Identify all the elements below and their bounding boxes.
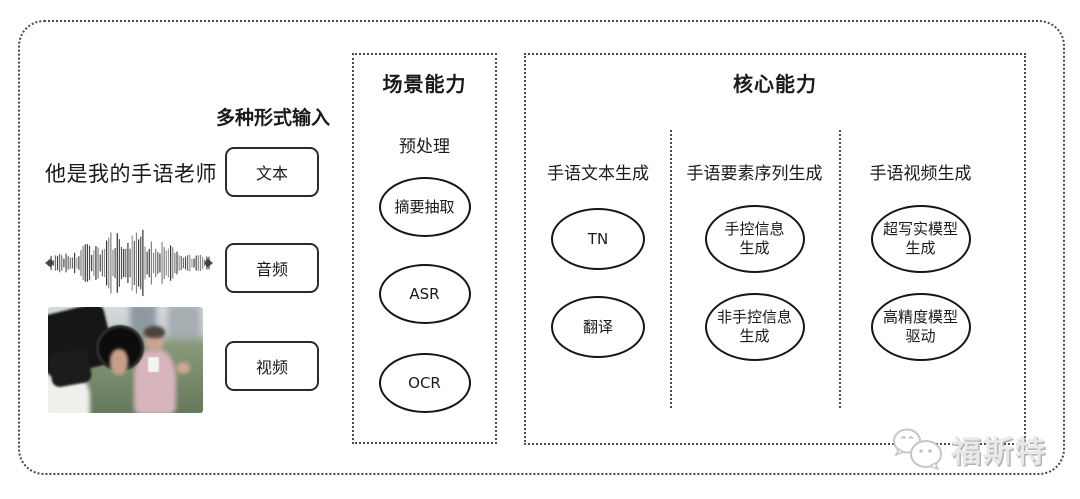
node-manual-info-generation: 手控信息 生成 <box>704 205 805 273</box>
column-sign-element-sequence-generation: 手语要素序列生成 手控信息 生成 非手控信息 生成 <box>670 55 839 443</box>
column-sign-text-generation: 手语文本生成 TN 翻译 <box>526 55 670 443</box>
scene-capability-panel: 场景能力 预处理 摘要抽取 ASR OCR <box>352 53 497 444</box>
reporter-video-thumbnail <box>48 307 203 413</box>
node-tn: TN <box>551 208 645 270</box>
column-divider <box>670 130 672 408</box>
column-header: 手语要素序列生成 <box>686 164 823 184</box>
audio-waveform-icon <box>45 229 213 297</box>
node-hyperrealistic-model-generation: 超写实模型 生成 <box>870 205 971 273</box>
input-section-title: 多种形式输入 <box>215 107 330 129</box>
preprocess-label: 预处理 <box>399 137 450 157</box>
column-sign-video-generation: 手语视频生成 超写实模型 生成 高精度模型 驱动 <box>839 55 1024 443</box>
node-high-precision-model-driving: 高精度模型 驱动 <box>870 293 971 361</box>
scene-panel-title: 场景能力 <box>382 72 467 96</box>
input-chip-audio-label: 音频 <box>255 260 288 279</box>
input-chip-video: 视频 <box>225 341 319 391</box>
input-chip-text-label: 文本 <box>255 164 288 183</box>
photo-building <box>168 307 200 345</box>
node-asr: ASR <box>378 264 471 324</box>
core-panel-title: 核心能力 <box>733 72 817 96</box>
watermark: 福斯特 <box>890 426 1047 472</box>
core-capability-panel: 核心能力 手语文本生成 TN 翻译 手语要素序列生成 手控信息 生成 非手控信息… <box>524 53 1026 445</box>
wechat-chat-bubbles-icon <box>893 428 942 471</box>
input-chip-text: 文本 <box>225 147 319 197</box>
node-summary-extraction: 摘要抽取 <box>378 177 471 237</box>
sample-sentence: 他是我的手语老师 <box>45 162 217 186</box>
node-ocr: OCR <box>378 353 471 413</box>
input-chip-audio: 音频 <box>225 243 319 293</box>
input-chip-video-label: 视频 <box>255 358 288 377</box>
column-divider <box>839 130 841 408</box>
photo-camera-grip <box>48 347 93 389</box>
column-header: 手语视频生成 <box>869 164 972 184</box>
node-translation: 翻译 <box>551 296 645 358</box>
column-header: 手语文本生成 <box>547 164 649 184</box>
photo-cameraman-hand <box>110 349 128 375</box>
diagram-outer-border <box>18 20 1065 475</box>
photo-microphone <box>148 357 159 372</box>
node-non-manual-info-generation: 非手控信息 生成 <box>704 293 805 361</box>
photo-reporter-hand <box>176 362 190 374</box>
watermark-text: 福斯特 <box>951 435 1047 470</box>
photo-reporter-hair <box>144 326 165 338</box>
